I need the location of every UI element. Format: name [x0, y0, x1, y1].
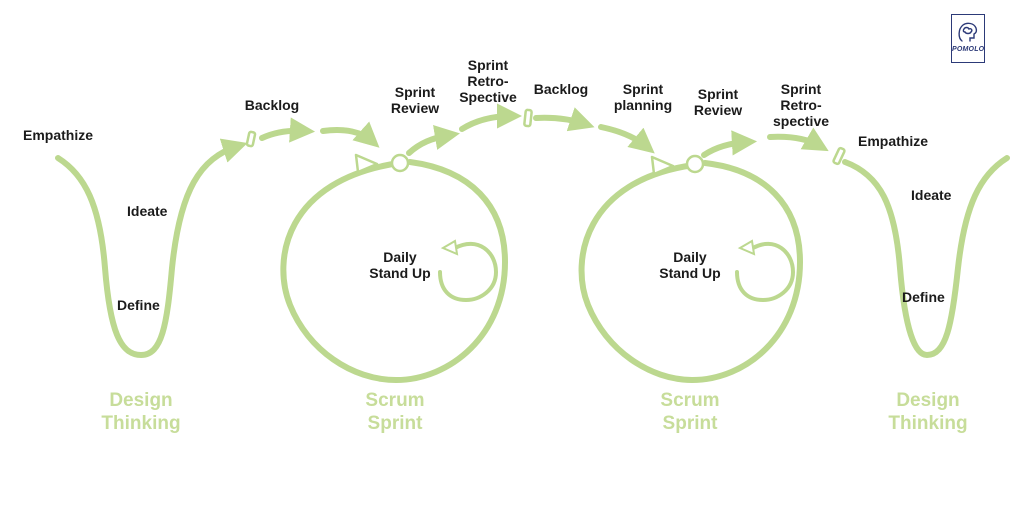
arrow-planning — [598, 124, 655, 154]
label-backlog-1: Backlog — [244, 97, 300, 113]
label-sprint-planning: Sprint planning — [613, 81, 673, 113]
label-define-left: Define — [117, 297, 160, 313]
label-sprint-retro-2: Sprint Retro- spective — [772, 81, 830, 129]
tick-marker — [523, 108, 533, 128]
sprint-triangle-1 — [354, 153, 379, 174]
label-ideate-left: Ideate — [127, 203, 168, 219]
phase-scrum-sprint-1: Scrum Sprint — [365, 390, 425, 434]
label-empathize-left: Empathize — [23, 127, 94, 143]
label-backlog-2: Backlog — [533, 81, 589, 97]
label-daily-standup-2: Daily Stand Up — [659, 249, 721, 281]
arrow-backlog-2 — [533, 107, 595, 132]
pomolo-logo: POMOLO — [951, 14, 985, 63]
design-thinking-curve-left — [55, 138, 248, 359]
label-ideate-right: Ideate — [911, 187, 952, 203]
phase-scrum-sprint-2: Scrum Sprint — [660, 390, 720, 434]
phase-design-thinking-left: Design Thinking — [101, 390, 181, 434]
label-empathize-right: Empathize — [858, 133, 929, 149]
tick-marker — [245, 130, 257, 148]
arrow-backlog-1 — [259, 117, 316, 143]
sprint-circle-2 — [578, 160, 804, 384]
sprint-triangle-2 — [650, 155, 675, 176]
standup-loop-1 — [438, 241, 499, 303]
label-sprint-review-1: Sprint Review — [390, 84, 440, 116]
sprint-node-1 — [390, 153, 410, 173]
arrow-to-sprint-1 — [320, 121, 380, 148]
brain-head-icon — [958, 22, 978, 42]
label-define-right: Define — [902, 289, 945, 305]
label-sprint-retro-1: Sprint Retro- Spective — [459, 57, 517, 105]
label-sprint-review-2: Sprint Review — [693, 86, 743, 118]
arrow-review-1 — [406, 125, 460, 156]
standup-arrow-1 — [440, 239, 459, 256]
arrow-retro-1 — [459, 103, 523, 132]
tick-marker — [832, 146, 846, 166]
sprint-node-2 — [685, 154, 705, 174]
sprint-circle-1 — [280, 159, 509, 384]
phase-design-thinking-right: Design Thinking — [888, 390, 968, 434]
arrow-retro-2 — [767, 127, 829, 152]
logo-text: POMOLO — [952, 46, 985, 53]
standup-loop-2 — [735, 241, 796, 303]
arrow-review-2 — [701, 130, 758, 158]
design-thinking-curve-right — [842, 155, 1010, 359]
label-daily-standup-1: Daily Stand Up — [369, 249, 431, 281]
standup-arrow-2 — [737, 239, 756, 256]
